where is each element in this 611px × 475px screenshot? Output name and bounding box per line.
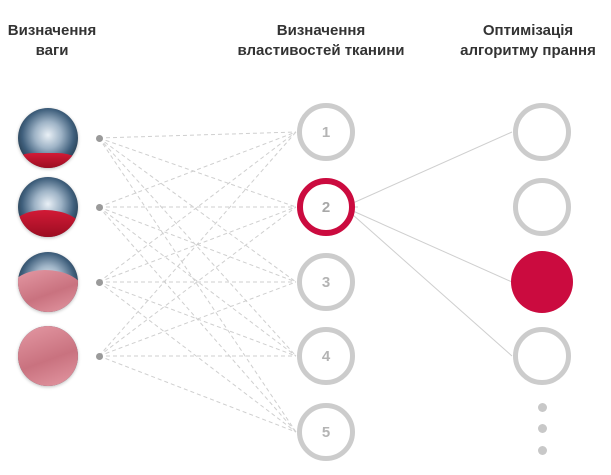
algorithm-node	[513, 103, 571, 161]
fabric-fill	[18, 210, 78, 237]
fabric-fill	[18, 326, 78, 386]
weight-fabric-link	[98, 206, 297, 357]
weight-fabric-link	[98, 131, 297, 139]
weight-title-line2: ваги	[35, 42, 69, 59]
more-indicator-dot	[537, 402, 547, 412]
weight-fabric-link	[98, 131, 297, 283]
weight-output-dot	[95, 352, 103, 360]
fabric-column-title: Визначення властивостей тканини	[223, 21, 419, 61]
weight-fabric-link	[98, 137, 297, 283]
weight-fabric-link	[98, 131, 297, 208]
laundry-load-3-image	[18, 252, 78, 312]
weight-output-dot	[95, 203, 103, 211]
algorithm-title-line2: алгоритму прання	[460, 42, 596, 59]
laundry-load-1-image	[18, 108, 78, 168]
weight-fabric-link	[98, 206, 297, 357]
weight-fabric-link	[98, 137, 297, 208]
algorithm-column-title: Оптимізація алгоритму прання	[448, 21, 608, 61]
fabric-algorithm-link	[343, 206, 513, 357]
fabric-node-5: 5	[297, 403, 355, 461]
weight-title-line1: Визначення	[7, 22, 97, 39]
fabric-node-2: 2	[297, 178, 355, 236]
algorithm-node-selected	[511, 251, 573, 313]
more-indicator-dot	[537, 423, 547, 433]
fabric-algorithm-link	[343, 131, 513, 208]
weight-fabric-link	[98, 281, 297, 433]
weight-output-dot	[95, 134, 103, 142]
fabric-fill	[18, 270, 78, 312]
weight-fabric-link	[98, 281, 297, 357]
weight-fabric-link	[98, 137, 297, 357]
fabric-title-line2: властивостей тканини	[237, 42, 405, 59]
fabric-node-1: 1	[297, 103, 355, 161]
weight-column-title: Визначення ваги	[0, 21, 104, 61]
fabric-node-3: 3	[297, 253, 355, 311]
algorithm-node	[513, 178, 571, 236]
algorithm-node	[513, 327, 571, 385]
algorithm-title-line1: Оптимізація	[482, 22, 574, 39]
laundry-load-2-image	[18, 177, 78, 237]
weight-fabric-link	[98, 355, 297, 433]
fabric-algorithm-link	[343, 206, 513, 283]
laundry-load-4-image	[18, 326, 78, 386]
fabric-fill	[18, 153, 78, 168]
weight-output-dot	[95, 278, 103, 286]
more-indicator-dot	[537, 445, 547, 455]
weight-fabric-link	[98, 131, 297, 357]
fabric-title-line1: Визначення	[276, 22, 366, 39]
fabric-node-4: 4	[297, 327, 355, 385]
weight-fabric-link	[98, 137, 297, 433]
